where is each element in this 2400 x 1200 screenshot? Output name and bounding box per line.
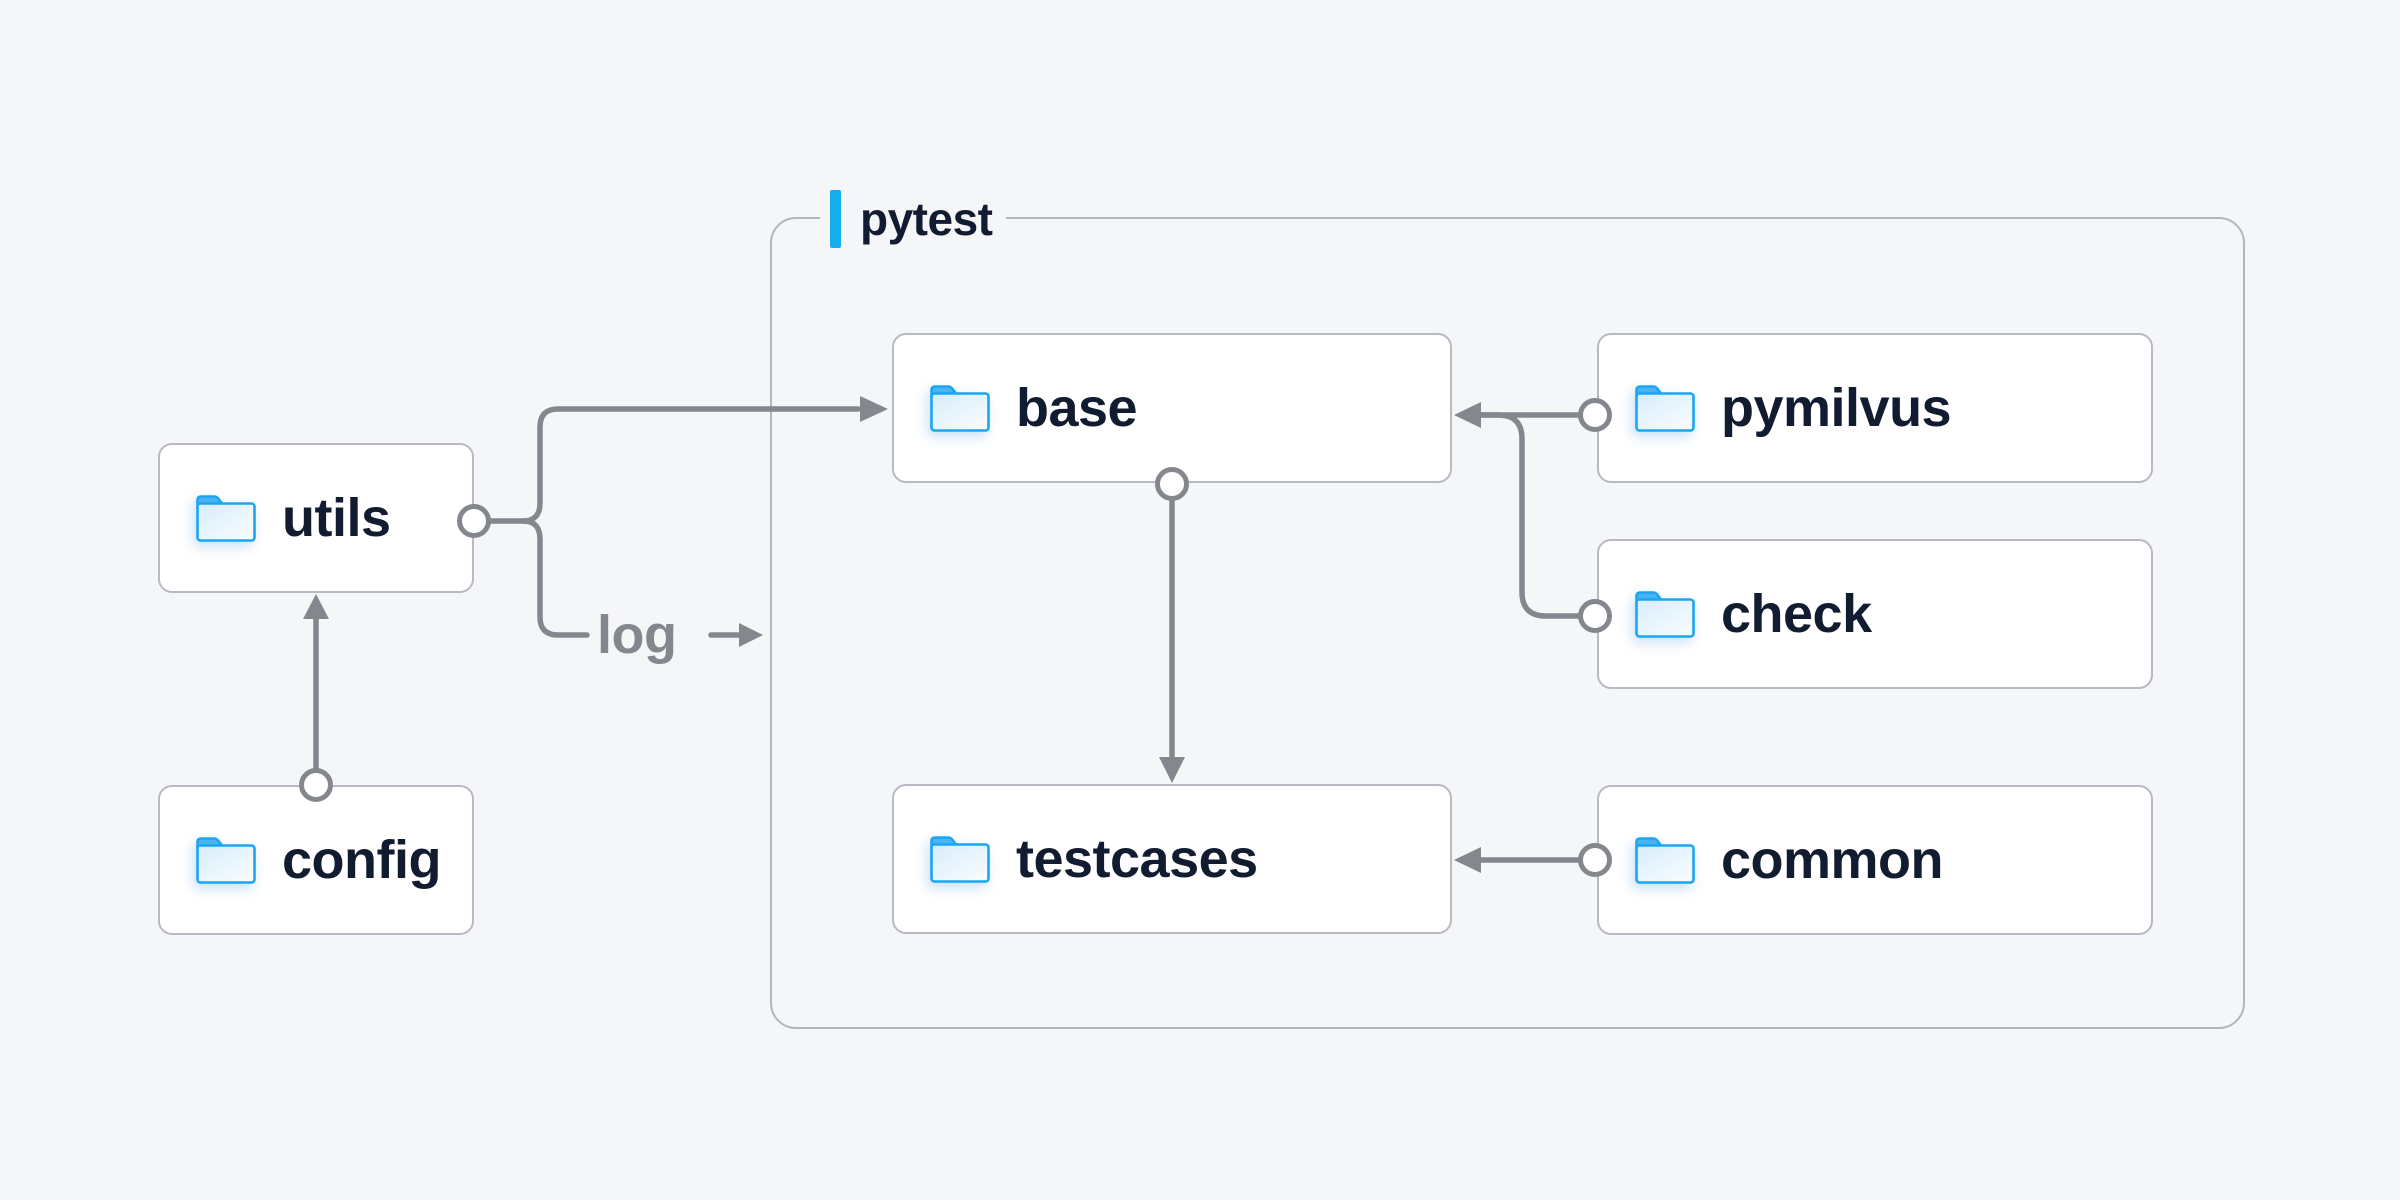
node-label: check bbox=[1721, 584, 1872, 644]
pytest-container-label: pytest bbox=[820, 188, 1007, 250]
log-edge-label: log bbox=[597, 605, 677, 665]
node-common: common bbox=[1597, 785, 2153, 935]
node-label: utils bbox=[282, 488, 391, 548]
label-accent-bar bbox=[830, 190, 841, 248]
folder-icon bbox=[196, 837, 256, 884]
container-title: pytest bbox=[860, 193, 993, 245]
node-utils: utils bbox=[158, 443, 474, 593]
node-label: config bbox=[282, 830, 441, 890]
folder-icon bbox=[1635, 591, 1695, 638]
node-label: base bbox=[1016, 378, 1138, 438]
node-label: pymilvus bbox=[1721, 378, 1952, 438]
node-base: base bbox=[892, 333, 1452, 483]
pytest-container: pytest bbox=[770, 188, 2245, 1029]
folder-icon bbox=[1635, 837, 1695, 884]
node-check: check bbox=[1597, 539, 2153, 689]
edge-config-utils bbox=[303, 594, 329, 772]
node-label: testcases bbox=[1016, 829, 1258, 889]
node-label: common bbox=[1721, 830, 1944, 890]
node-testcases: testcases bbox=[892, 784, 1452, 934]
folder-icon bbox=[930, 836, 990, 883]
node-config: config bbox=[158, 785, 474, 935]
folder-icon bbox=[196, 495, 256, 542]
folder-icon bbox=[1635, 385, 1695, 432]
folder-icon bbox=[930, 385, 990, 432]
node-pymilvus: pymilvus bbox=[1597, 333, 2153, 483]
